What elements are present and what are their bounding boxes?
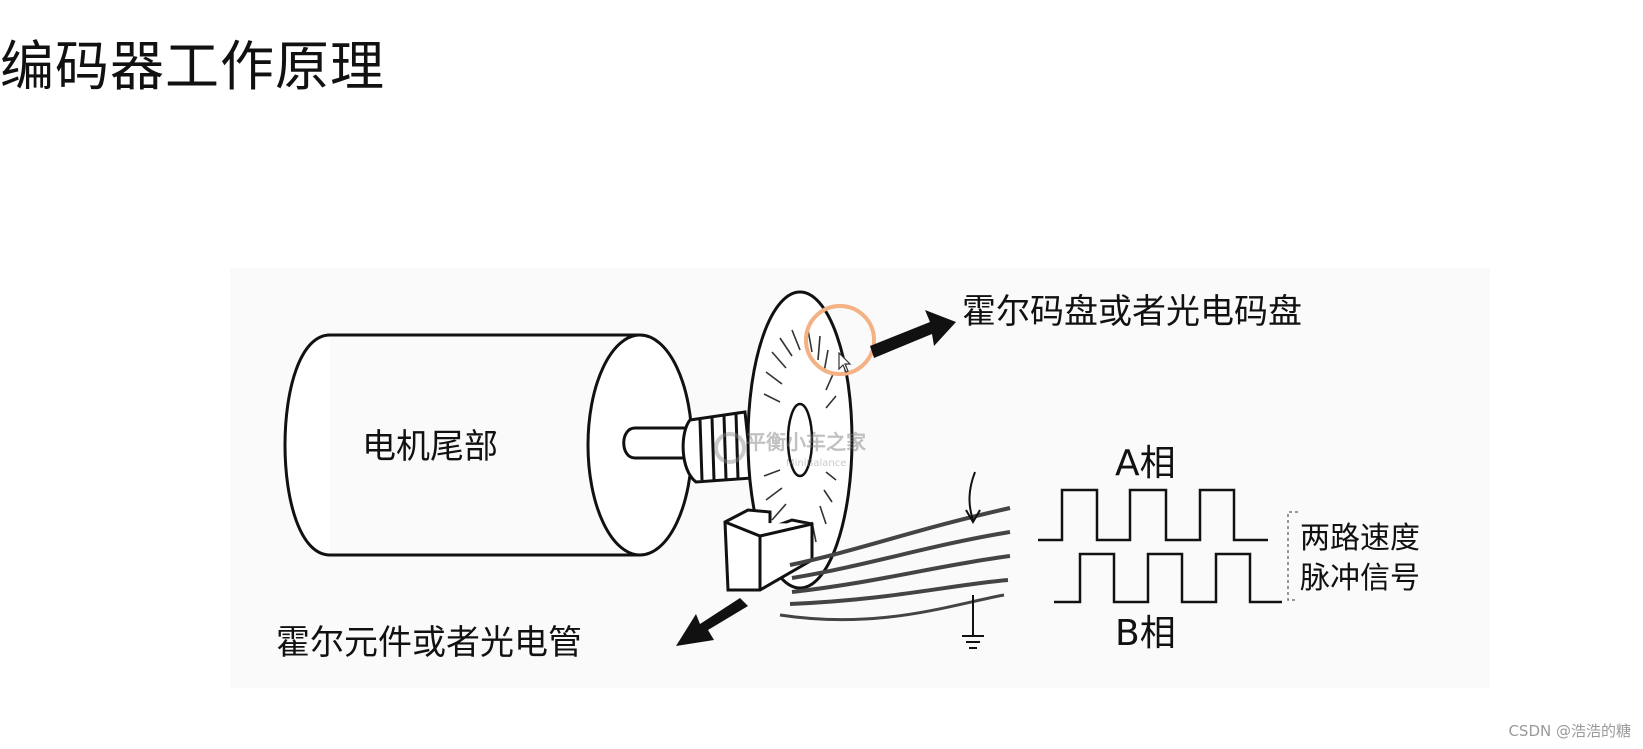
sensor-label: 霍尔元件或者光电管 (276, 623, 582, 663)
shaft-hub (681, 410, 754, 484)
encoder-disk (746, 290, 854, 590)
phase-b-waveform (1054, 552, 1282, 604)
disk-label: 霍尔码盘或者光电码盘 (962, 292, 1302, 332)
page-title: 编码器工作原理 (0, 35, 385, 98)
sensor-block (723, 508, 814, 592)
signal-bracket (1287, 511, 1298, 601)
logo-icon (714, 432, 746, 464)
signal-label-line1: 两路速度 (1300, 521, 1420, 556)
signal-label-line2: 脉冲信号 (1300, 561, 1420, 596)
logo-text-en: MiniBalance (786, 458, 846, 469)
arrow-icon-sensor (676, 598, 748, 646)
mouse-cursor-icon (838, 352, 852, 373)
minibalance-logo: 平衡小车之家 MiniBalance (714, 430, 867, 469)
logo-text-cn: 平衡小车之家 (746, 430, 867, 454)
motor-shaft (622, 426, 690, 460)
phase-a-label: A相 (1115, 443, 1176, 484)
csdn-watermark: CSDN @浩浩的糖 (1508, 722, 1631, 740)
ground-wire (962, 471, 984, 649)
phase-a-waveform (1038, 488, 1268, 542)
phase-b-label: B相 (1115, 613, 1176, 654)
motor-label: 电机尾部 (362, 427, 498, 467)
highlight-circle (804, 304, 876, 376)
arrow-icon-disk (870, 310, 956, 358)
